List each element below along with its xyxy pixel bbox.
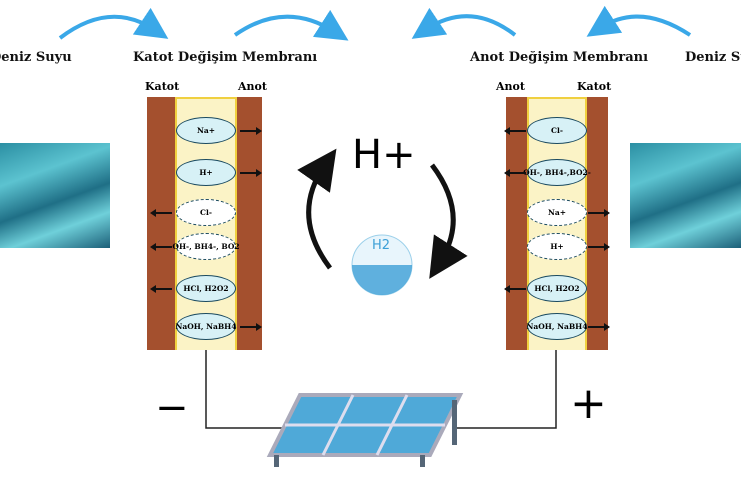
right-cell-anode-label: Anot — [496, 80, 525, 93]
flow-arrow-2 — [233, 9, 349, 41]
left-cell-anode-label: Anot — [238, 80, 267, 93]
h2-label: H2 — [372, 238, 391, 253]
ion-ellipse: HCl, H2O2 — [527, 275, 587, 302]
right-cell-cathode-label: Katot — [577, 80, 612, 93]
ion-direction-left-arrow-icon — [150, 209, 172, 217]
left-cell-cathode-label: Katot — [145, 80, 180, 93]
sea-water-image-right — [630, 143, 741, 248]
ion-ellipse: HCl, H2O2 — [176, 275, 236, 302]
wire-right — [455, 350, 557, 429]
title-sea-water-left: Deniz Suyu — [0, 50, 72, 65]
title-cation-membrane: Katot Değişim Membranı — [133, 50, 318, 65]
flow-arrow-4 — [586, 5, 692, 37]
ion-ellipse: Cl- — [176, 199, 236, 226]
flow-arrow-3 — [411, 7, 517, 39]
ion-direction-left-arrow-icon — [150, 243, 172, 251]
plus-terminal: + — [570, 378, 607, 429]
cycle-arrow-left — [297, 148, 337, 270]
sea-water-image-left — [0, 143, 110, 248]
ion-ellipse: OH-, BH4-,BO2- — [523, 159, 591, 186]
ion-ellipse: Na+ — [176, 117, 236, 144]
ion-ellipse: OH-, BH4-, BO2 — [172, 233, 240, 260]
cycle-arrow-right — [429, 163, 468, 279]
ion-ellipse: NaOH, NaBH4 — [527, 313, 587, 340]
ion-ellipse: Cl- — [527, 117, 587, 144]
title-sea-water-right: Deniz Suyu — [685, 50, 741, 65]
ion-direction-right-arrow-icon — [588, 323, 610, 331]
ion-direction-left-arrow-icon — [504, 169, 526, 177]
ion-ellipse: H+ — [527, 233, 587, 260]
title-anion-membrane: Anot Değişim Membranı — [470, 50, 649, 65]
ion-ellipse: Na+ — [527, 199, 587, 226]
ion-ellipse: H+ — [176, 159, 236, 186]
ion-direction-right-arrow-icon — [240, 127, 262, 135]
wire-left — [205, 350, 290, 429]
ion-direction-right-arrow-icon — [588, 243, 610, 251]
ion-direction-right-arrow-icon — [240, 323, 262, 331]
ion-ellipse: NaOH, NaBH4 — [176, 313, 236, 340]
h2-sphere — [351, 234, 413, 296]
ion-direction-right-arrow-icon — [588, 209, 610, 217]
ion-direction-right-arrow-icon — [240, 169, 262, 177]
ion-direction-left-arrow-icon — [150, 285, 172, 293]
ion-direction-left-arrow-icon — [504, 127, 526, 135]
ion-direction-left-arrow-icon — [504, 285, 526, 293]
h-plus-label: H+ — [352, 132, 416, 178]
solar-panel — [266, 393, 464, 467]
minus-terminal: − — [155, 385, 189, 431]
flow-arrow-1 — [58, 7, 169, 40]
